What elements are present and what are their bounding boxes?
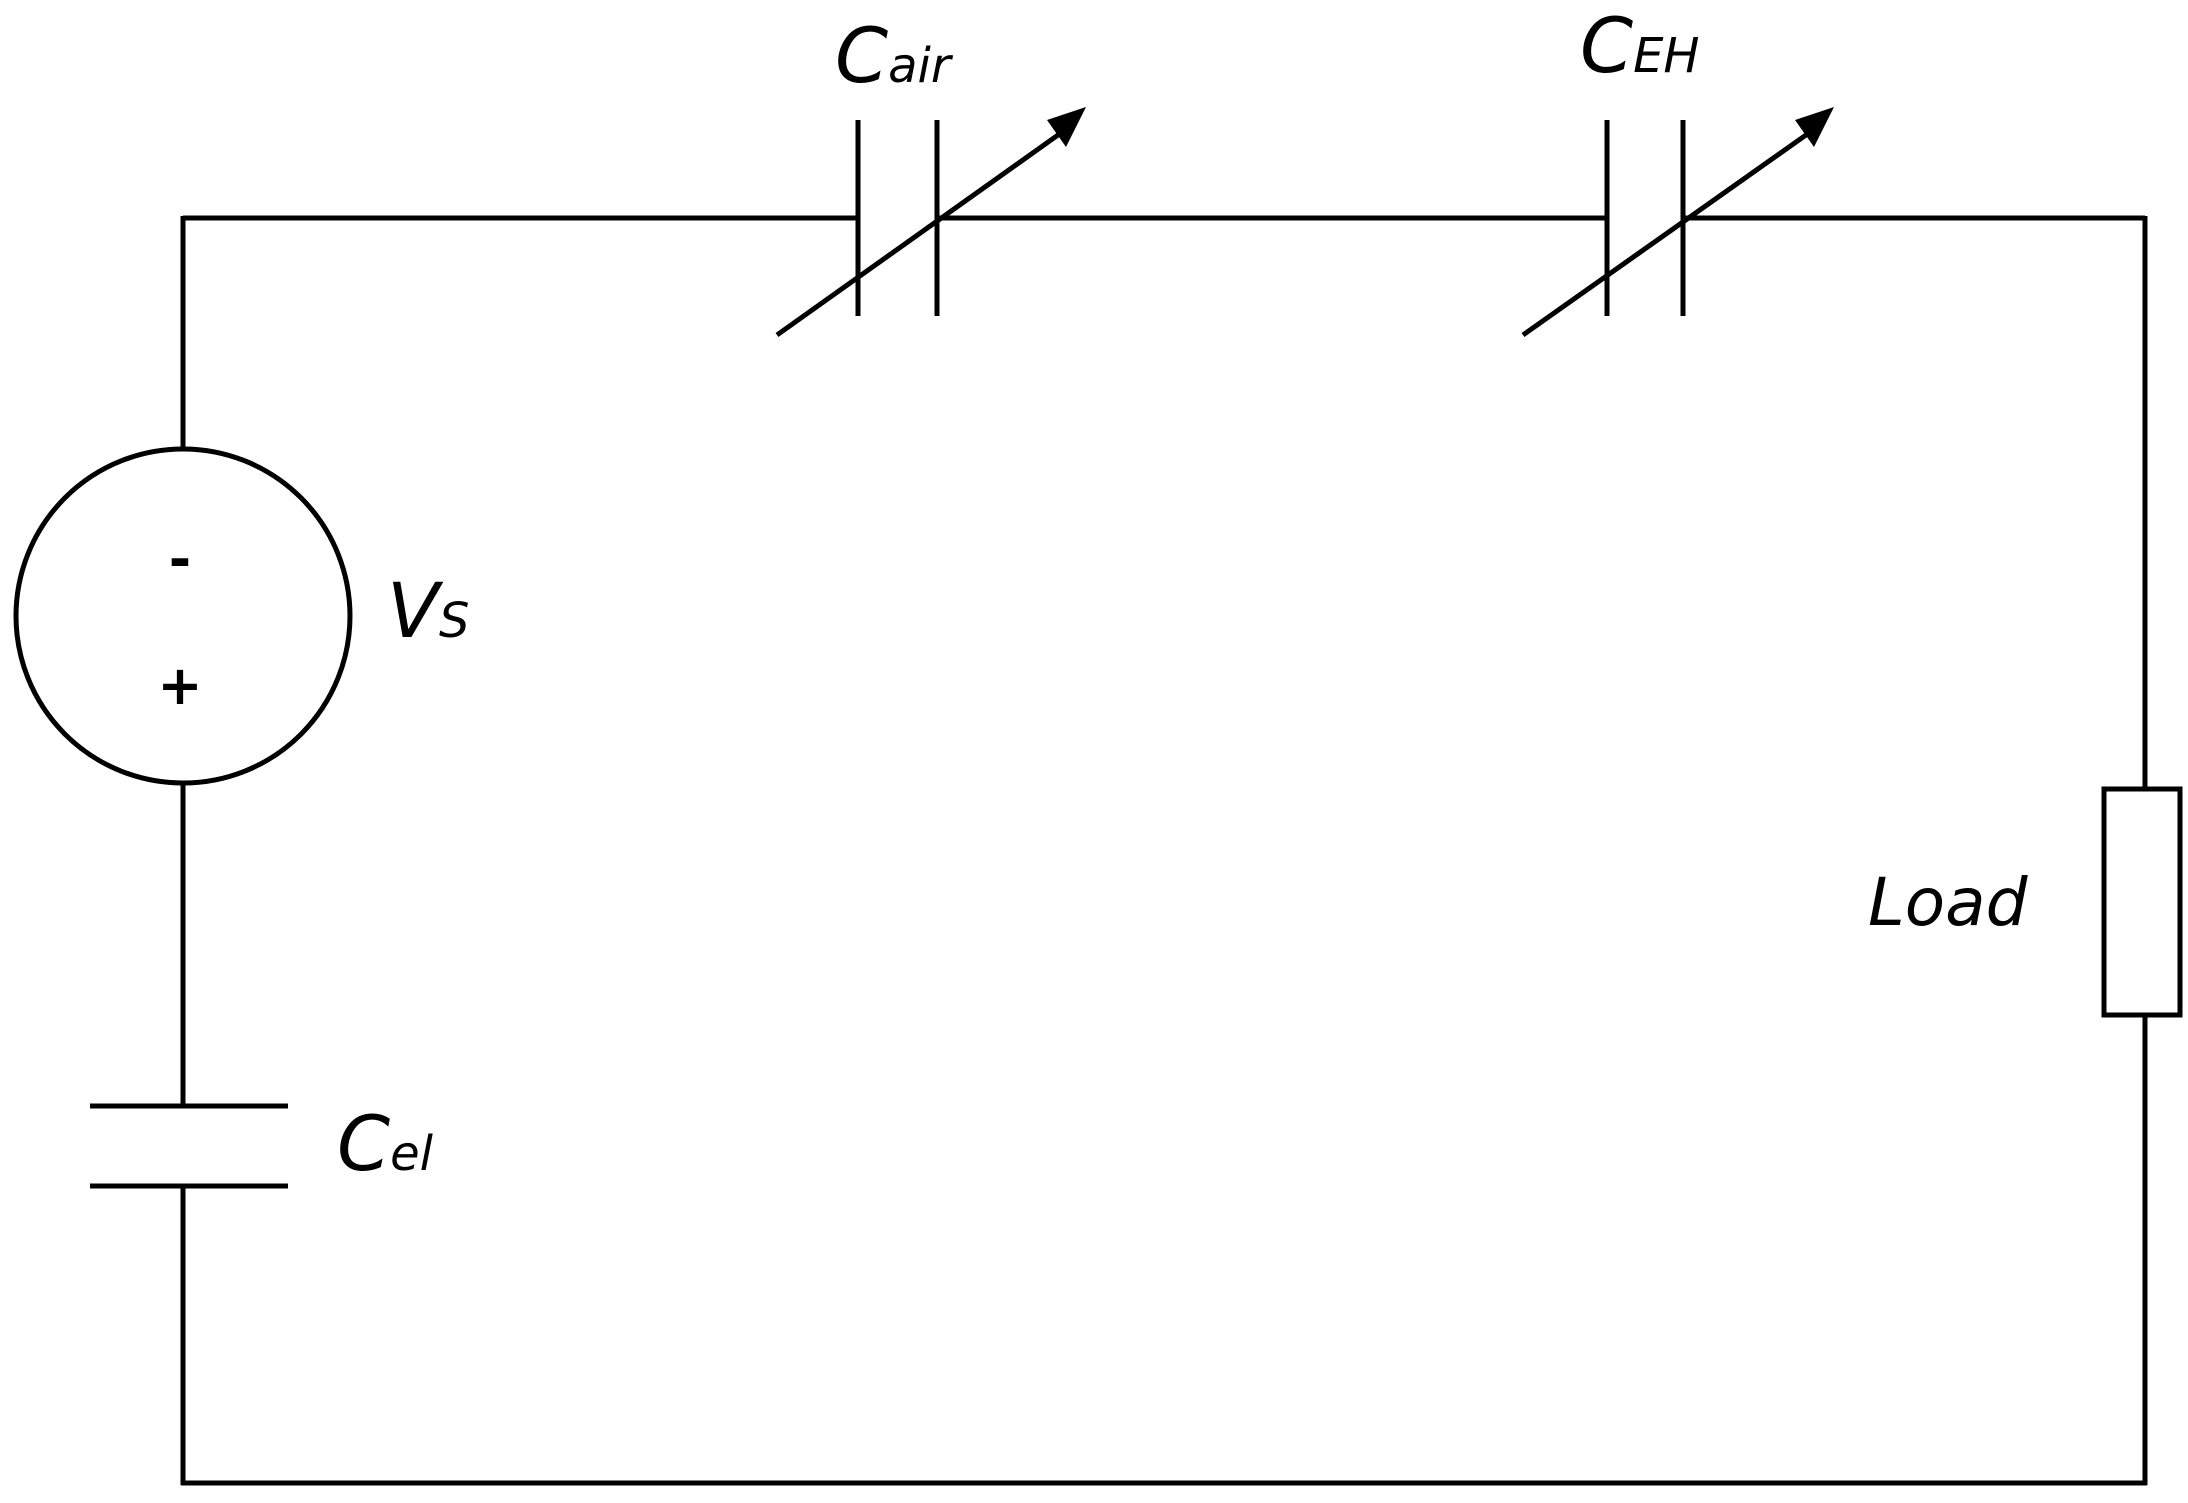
c-air-variable-arrow-line — [775, 132, 1060, 338]
label-vs-symbol: V — [387, 566, 444, 655]
label-c-el: Cel — [337, 1099, 434, 1188]
c-air-variable-arrow-head — [1047, 107, 1086, 147]
label-vs: VS — [387, 566, 469, 655]
capacitor-c-air — [775, 107, 1086, 338]
label-vs-subscript: S — [439, 593, 469, 649]
label-c-eh: CEH — [1580, 1, 1700, 90]
circuit-wires — [180, 215, 2148, 1486]
load-body — [2101, 786, 2183, 1018]
voltage-source-vs: - + — [13, 446, 353, 786]
vs-plus-sign: + — [157, 654, 202, 717]
label-c-air-subscript: air — [888, 38, 954, 94]
c-eh-variable-arrow-head — [1795, 107, 1834, 147]
label-c-eh-subscript: EH — [1633, 28, 1699, 84]
c-eh-variable-arrow-line — [1521, 132, 1808, 338]
vs-minus-sign: - — [169, 528, 191, 591]
capacitor-c-el — [90, 1103, 288, 1189]
label-c-eh-symbol: C — [1580, 1, 1633, 90]
capacitor-c-eh — [1521, 107, 1834, 338]
resistor-load — [2101, 786, 2183, 1018]
label-c-air-symbol: C — [835, 11, 888, 100]
label-c-air: Cair — [835, 11, 954, 100]
label-c-el-symbol: C — [337, 1099, 390, 1188]
component-labels: Cair CEH VS Cel Load — [337, 1, 2029, 1188]
vs-circle — [13, 446, 353, 786]
label-c-el-subscript: el — [390, 1126, 434, 1182]
label-load: Load — [1868, 864, 2029, 941]
